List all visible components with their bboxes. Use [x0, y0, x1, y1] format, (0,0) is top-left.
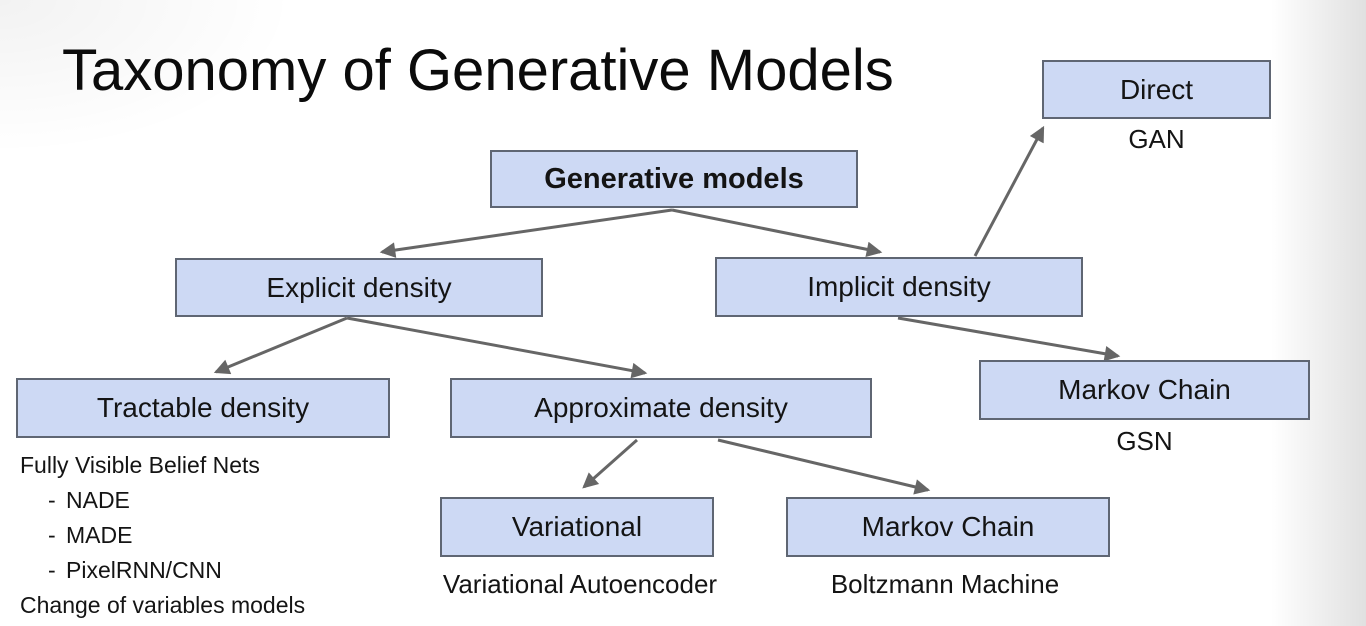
arrow-root-to-explicit: [379, 208, 673, 258]
arrow-root-to-implicit: [671, 208, 883, 258]
annotation-boltzmann-machine: Boltzmann Machine: [830, 569, 1060, 599]
annotation-variational-autoencoder: Variational Autoencoder: [442, 569, 718, 599]
list-item-label: NADE: [66, 487, 130, 513]
arrow-explicit-to-approximate: [346, 316, 648, 379]
list-item-label: PixelRNN/CNN: [66, 557, 222, 583]
bullet-dash: -: [48, 522, 56, 548]
list-item-label: MADE: [66, 522, 133, 548]
tractable-notes-heading: Fully Visible Belief Nets: [20, 452, 260, 478]
arrow-approximate-to-variational: [582, 438, 638, 489]
bullet-dash: -: [48, 557, 56, 583]
arrow-approximate-to-markov-middle: [717, 438, 931, 495]
bullet-dash: -: [48, 487, 56, 513]
tractable-notes-footer: Change of variables models: [20, 592, 306, 618]
tractable-notes: Fully Visible Belief Nets -NADE -MADE -P…: [20, 448, 305, 623]
node-direct: Direct: [1042, 60, 1271, 119]
node-implicit-density: Implicit density: [715, 257, 1083, 317]
list-item: -NADE: [20, 483, 305, 518]
arrow-implicit-to-markov-right: [897, 316, 1121, 362]
node-tractable-density: Tractable density: [16, 378, 390, 438]
node-variational: Variational: [440, 497, 714, 557]
arrow-implicit-to-direct: [973, 125, 1045, 257]
arrow-explicit-to-tractable: [213, 316, 348, 375]
list-item: -MADE: [20, 518, 305, 553]
node-markov-chain-right: Markov Chain: [979, 360, 1310, 420]
list-item: -PixelRNN/CNN: [20, 553, 305, 588]
node-generative-models: Generative models: [490, 150, 858, 208]
node-explicit-density: Explicit density: [175, 258, 543, 317]
annotation-gsn: GSN: [1116, 426, 1173, 456]
node-approximate-density: Approximate density: [450, 378, 872, 438]
node-markov-chain-middle: Markov Chain: [786, 497, 1110, 557]
annotation-gan: GAN: [1128, 124, 1185, 154]
page-title: Taxonomy of Generative Models: [62, 38, 894, 103]
